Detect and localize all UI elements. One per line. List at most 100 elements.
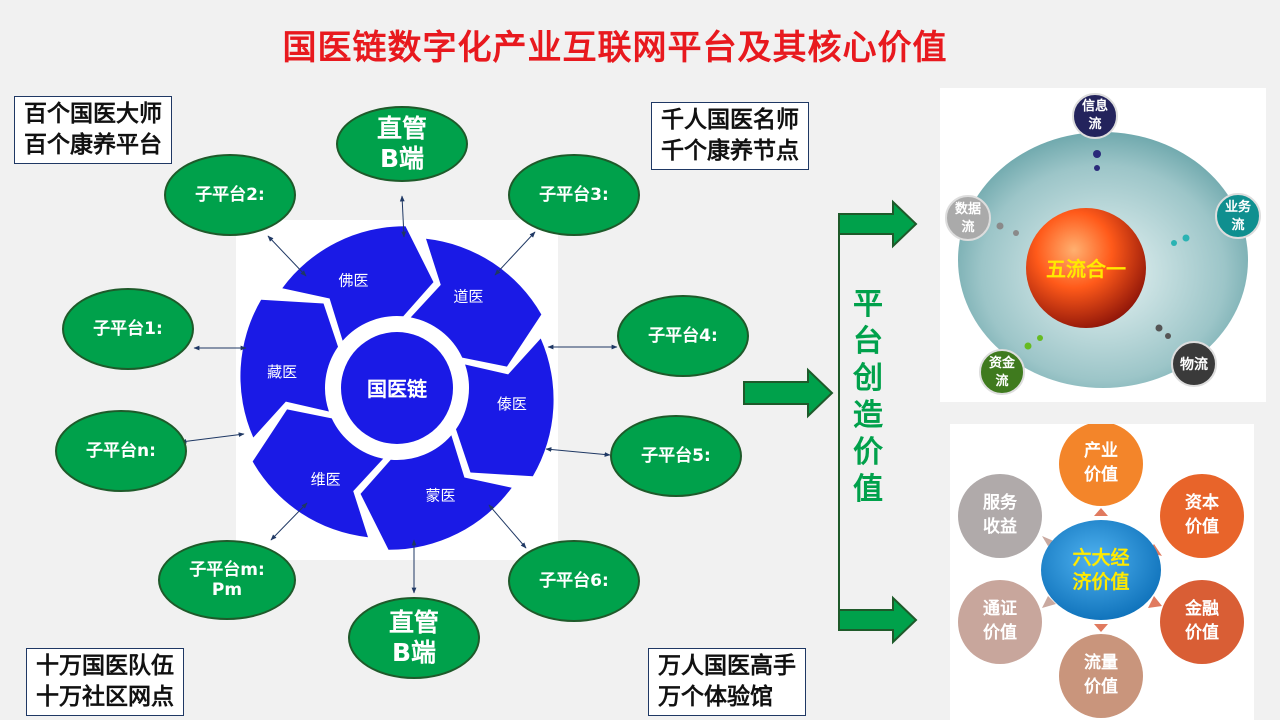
node-label: 子平台3: — [539, 185, 609, 205]
value-label: 价值 — [1185, 516, 1219, 537]
cycle-segment-label: 佛医 — [339, 271, 369, 289]
flow-business-label: 流 — [1231, 217, 1244, 233]
cycle-segment-label: 维医 — [311, 470, 341, 488]
node-direct-b-bottom: 直管 B端 — [348, 597, 480, 679]
node-label: 子平台1: — [93, 319, 163, 339]
value-label: 收益 — [983, 516, 1017, 537]
arrow-right-lower — [838, 595, 918, 645]
value-capital — [1160, 474, 1244, 558]
cycle-segment-label: 藏医 — [267, 363, 297, 381]
flow-core — [1026, 208, 1146, 328]
node-label: 子平台6: — [539, 571, 609, 591]
cycle-segment — [240, 299, 339, 438]
connector — [488, 504, 527, 549]
value-label: 流量 — [1084, 652, 1118, 673]
five-flows-diagram: 五流合一 信息 流 业务 流 物流 资金 流 数据 流 — [945, 93, 1261, 395]
node-subn: 子平台n: — [55, 410, 187, 492]
node-sub1: 子平台1: — [62, 288, 194, 370]
flow-logistics-label: 物流 — [1180, 356, 1208, 373]
flow-info — [1072, 93, 1118, 139]
connector — [180, 432, 245, 444]
cycle-center-label: 国医链 — [367, 377, 428, 401]
flow-info-label: 信息 — [1082, 98, 1108, 114]
node-sub3: 子平台3: — [508, 154, 640, 236]
flow-capital-label: 资金 — [989, 355, 1016, 371]
note-top-right: 千人国医名师 千个康养节点 — [651, 102, 809, 170]
flow-info-label: 流 — [1088, 116, 1101, 132]
flow-core-label: 五流合一 — [1046, 257, 1126, 281]
note-line: 十万社区网点 — [36, 684, 174, 710]
value-finance — [1160, 580, 1244, 664]
flow-business-label: 业务 — [1225, 199, 1252, 215]
node-label: 直管 — [376, 114, 427, 143]
cycle-segment-label: 蒙医 — [425, 487, 455, 505]
flow-data-label: 数据 — [955, 201, 981, 217]
value-label: 资本 — [1185, 492, 1219, 513]
cycle-segment — [455, 338, 554, 477]
value-label: 服务 — [983, 492, 1018, 513]
six-values-diagram: 六大经 济价值 产业 价值 资本 价值 金融 价值 流量 价值 通证 价值 服务… — [958, 424, 1244, 718]
node-label: B端 — [391, 638, 437, 667]
five-flows-panel: 五流合一 信息 流 业务 流 物流 资金 流 数据 流 — [940, 88, 1266, 402]
platform-value-label: 平台创造价值 — [853, 287, 883, 507]
cycle-segment — [282, 226, 434, 341]
note-line: 百个国医大师 — [24, 101, 162, 127]
six-values-center-label: 六大经 — [1072, 546, 1129, 569]
note-line: 百个康养平台 — [24, 132, 162, 158]
note-line: 十万国医队伍 — [36, 653, 174, 679]
flow-business — [1215, 193, 1261, 239]
note-bottom-left: 十万国医队伍 十万社区网点 — [26, 648, 184, 716]
arrow-right-main — [743, 367, 834, 419]
value-label: 金融 — [1184, 598, 1219, 619]
connector — [494, 231, 536, 276]
node-label: 子平台4: — [648, 326, 718, 346]
cycle-segment — [410, 238, 542, 367]
cycle-segment — [360, 435, 512, 550]
note-line: 千人国医名师 — [661, 107, 799, 133]
value-label: 通证 — [983, 599, 1017, 619]
node-sub5: 子平台5: — [610, 415, 742, 497]
arrow-right-upper — [838, 199, 918, 249]
value-token — [958, 580, 1042, 664]
six-values-center — [1041, 520, 1161, 620]
value-label: 价值 — [1084, 464, 1118, 485]
connector — [399, 195, 407, 238]
value-label: 价值 — [1084, 676, 1118, 697]
value-label: 价值 — [983, 622, 1017, 643]
note-top-left: 百个国医大师 百个康养平台 — [14, 96, 172, 164]
cycle-segment-label: 道医 — [453, 288, 483, 306]
node-label: 子平台m: — [189, 560, 265, 580]
connector — [267, 235, 307, 277]
page-title: 国医链数字化产业互联网平台及其核心价值 — [282, 28, 948, 68]
cycle-segment — [252, 409, 384, 538]
node-sub2: 子平台2: — [164, 154, 296, 236]
flow-data — [945, 195, 991, 241]
node-label: Pm — [211, 580, 243, 600]
flow-data-label: 流 — [961, 219, 974, 235]
six-values-panel: 六大经 济价值 产业 价值 资本 价值 金融 价值 流量 价值 通证 价值 服务… — [950, 424, 1254, 720]
cycle-segment-label: 傣医 — [497, 395, 527, 413]
value-service — [958, 474, 1042, 558]
node-label: 直管 — [388, 608, 439, 637]
flow-capital-label: 流 — [995, 373, 1008, 389]
node-label: 子平台5: — [641, 446, 711, 466]
six-values-center-label: 济价值 — [1072, 570, 1129, 593]
note-line: 万人国医高手 — [658, 653, 796, 679]
node-label: 子平台2: — [195, 185, 265, 205]
node-sub4: 子平台4: — [617, 295, 749, 377]
node-direct-b-top: 直管 B端 — [336, 106, 468, 182]
value-label: 价值 — [1185, 622, 1219, 643]
node-sub6: 子平台6: — [508, 540, 640, 622]
node-label: 子平台n: — [86, 441, 156, 461]
connector — [545, 447, 611, 457]
connector — [270, 502, 308, 541]
flow-capital — [979, 349, 1025, 395]
flow-logistics — [1171, 341, 1217, 387]
node-label: B端 — [379, 144, 425, 173]
note-bottom-right: 万人国医高手 万个体验馆 — [648, 648, 806, 716]
value-traffic — [1059, 634, 1143, 718]
node-subm: 子平台m: Pm — [158, 540, 296, 620]
value-label: 产业 — [1084, 440, 1118, 461]
